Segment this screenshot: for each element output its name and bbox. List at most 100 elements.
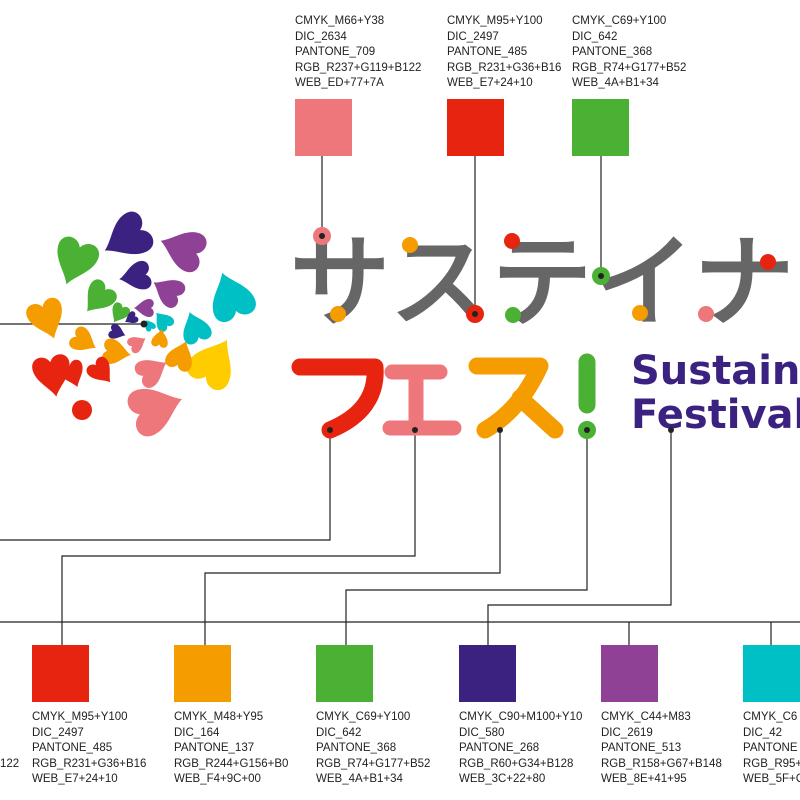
heart-shape [112,302,131,323]
heart-shape [160,232,207,273]
color-spec-line: PANTONE_485 [447,46,528,59]
color-spec-line: DIC_642 [316,726,362,739]
color-spec-line: DIC_2619 [601,726,653,739]
color-spec-line: PANTONE_513 [601,742,682,755]
color-spec-line: CMYK_M66+Y38 [295,15,385,27]
heart-shape [186,340,231,391]
color-spec-line: DIC_164 [174,726,220,739]
title-jp-line2-group [291,353,596,439]
color-spec-line: WEB_F4+9C+00 [174,773,261,786]
heart-shape [127,337,146,354]
heart-shape [69,326,96,351]
color-spec-line: RGB_R74+G177+B52 [316,757,431,770]
heart-shape [153,280,186,308]
color-spec-line: RGB_R237+G119+B122 [295,61,422,74]
color-spec-line: WEB_5F+C [743,773,800,786]
color-spec-line: CMYK_C69+Y100 [572,15,667,27]
color-spec-line: DIC_42 [743,726,782,739]
color-spec-line: WEB_8E+41+95 [601,773,687,786]
color-spec-line: WEB_3C+22+80 [459,773,546,786]
color-spec-line: WEB_4A+B1+34 [572,77,659,90]
color-swatch [572,99,629,156]
color-spec-line: CMYK_C44+M83 [601,711,691,723]
heart-shape [119,260,152,290]
color-spec-line: CMYK_M95+Y100 [447,15,543,27]
color-spec-line: RGB_R74+G177+B52 [572,61,687,74]
heart-shape [86,356,111,383]
color-swatch [459,645,516,702]
color-spec-line: DIC_2634 [295,30,347,43]
heart-shape [151,329,168,348]
heart-shape [57,236,100,285]
title-en-line2: Festival [631,392,800,438]
color-swatch [295,99,352,156]
color-spec-line: PANTONE_137 [174,742,255,755]
heart-shape [183,312,212,345]
color-spec-line: WEB_ED+77+7A [295,77,384,90]
color-spec-line: RGB_R60+G34+B128 [459,757,574,770]
color-spec-line: CMYK_M95+Y100 [32,711,128,723]
color-spec-line: PANTONE_368 [316,742,397,755]
heart-shape [165,341,192,372]
color-spec-line: WEB_4A+B1+34 [316,773,403,786]
color-spec-line: DIC_2497 [447,30,499,43]
connector-lines [0,156,800,645]
color-spec-line: CMYK_M48+Y95 [174,711,264,723]
color-spec-line: WEB_E7+24+10 [32,773,118,786]
heart-shape [145,319,156,332]
color-swatch [174,645,231,702]
color-spec-line: RGB_R158+G67+B148 [601,757,722,770]
color-spec-line: DIC_2497 [32,726,84,739]
color-spec-line: DIC_642 [572,30,618,43]
heart-shape [156,312,175,332]
letter-e [382,364,462,436]
color-spec-line: WEB_E7+24+10 [447,77,533,90]
color-spec-line: CMYK_C6 [743,711,798,723]
color-spec-line: RGB_R95+ [743,757,800,770]
color-swatch [601,645,658,702]
heart-shape [32,354,70,397]
heart-spiral-logo [26,211,256,437]
title-jp-line1: サステイナブル [290,224,800,341]
color-spec-line: PANTONE [743,742,798,755]
heart-shape [212,272,256,323]
color-spec-line: PANTONE_368 [572,46,653,59]
heart-shape [127,388,183,437]
color-swatch [743,645,800,702]
color-spec-line: RGB_R231+G36+B16 [447,61,562,74]
color-swatch [447,99,504,156]
heart-shape [125,311,139,324]
letter-fu [291,358,384,439]
marker-dots [140,227,776,433]
heart-shape [133,298,154,318]
color-spec-line: CMYK_C90+M100+Y10 [459,711,583,723]
letter-su [468,357,564,439]
color-spec-line: RGB_R231+G36+B16 [32,757,147,770]
exclaim-dot [72,400,92,420]
heart-shape [101,338,131,364]
left-cut-text: 122 [0,758,20,770]
color-spec-line: RGB_R244+G156+B0 [174,757,289,770]
heart-shape [104,211,154,255]
color-swatch [316,645,373,702]
heart-shape [26,297,62,339]
color-swatch [32,645,89,702]
heart-shape [58,359,83,388]
color-spec-line: PANTONE_709 [295,46,376,59]
heart-shape [134,360,167,388]
color-spec-line: DIC_580 [459,726,505,739]
color-spec-line: PANTONE_485 [32,742,113,755]
heart-shape [87,279,117,312]
heart-shape [108,323,126,339]
